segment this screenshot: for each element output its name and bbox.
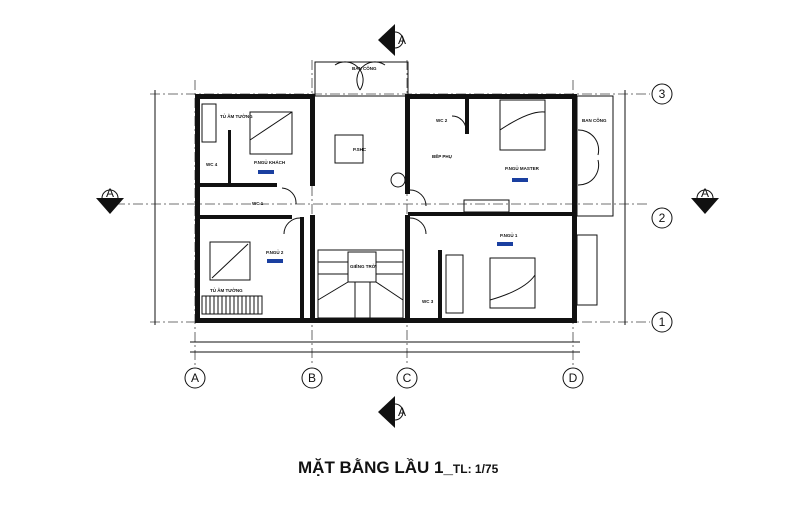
section-markers: A A A A [96,24,719,428]
planter [576,234,598,306]
label-pantry: BẾP PHỤ [432,153,452,159]
svg-text:B: B [308,371,316,385]
label-wardrobe-bottom: TỦ ÂM TƯỜNG [210,286,243,293]
staircase [317,249,404,319]
balcony-door-top[interactable] [334,61,386,91]
label-family-room: P.SHC [353,147,367,152]
label-wc1: WC 1 [252,201,264,206]
beds [209,99,546,309]
room-labels: TỦ ÂM TƯỜNG P.NGỦ KHÁCH WC 4 WC 1 P.SHC … [206,64,607,304]
svg-text:A: A [398,33,406,47]
drawing-title: MẶT BẰNG LẦU 1_TL: 1/75 [298,458,498,478]
label-balcony-top: BAN CÔNG [352,64,377,71]
svg-text:D: D [569,371,578,385]
label-wc2: WC 2 [436,118,448,123]
balcony-door-right[interactable] [577,129,600,186]
doors[interactable] [281,115,467,235]
label-guest-bedroom: P.NGỦ KHÁCH [254,159,285,165]
svg-text:A: A [106,186,114,200]
label-bedroom1: P.NGỦ 1 [500,232,518,238]
label-skylight: GIẾNG TRỜI [350,262,377,269]
level-tags [258,170,528,263]
title-scale: TL: 1/75 [452,462,499,476]
svg-text:C: C [403,371,412,385]
label-wc3: WC 3 [422,299,434,304]
walls [195,94,577,323]
label-master-bedroom: P.NGỦ MASTER [505,165,540,171]
svg-text:A: A [398,405,406,419]
svg-text:2: 2 [659,211,666,225]
svg-text:3: 3 [659,87,666,101]
balcony-right [576,95,614,217]
title-main: MẶT BẰNG LẦU 1_ [298,458,453,477]
svg-text:1: 1 [659,315,666,329]
label-wc4: WC 4 [206,162,218,167]
label-bedroom2: P.NGỦ 2 [266,249,284,255]
label-balcony-right: BAN CÔNG [582,116,607,123]
label-wardrobe-top: TỦ ÂM TƯỜNG [220,112,253,119]
svg-text:A: A [701,186,709,200]
balcony-top [314,61,409,97]
svg-text:A: A [191,371,199,385]
table [334,134,364,164]
plant [390,172,406,188]
grid-bubbles: A B C D 3 2 1 [184,83,673,389]
wardrobes [201,103,510,315]
